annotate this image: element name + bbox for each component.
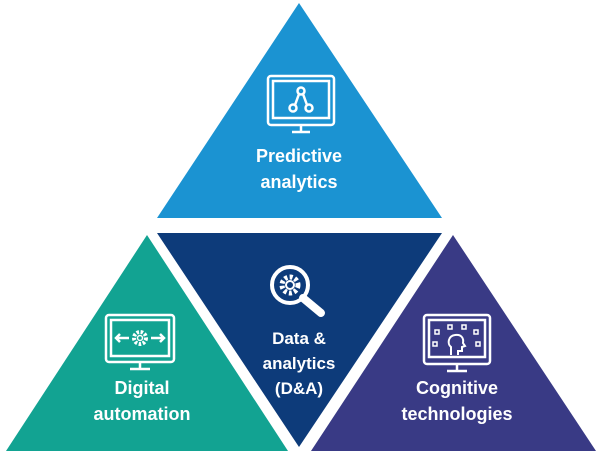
gear-magnifier-icon: [270, 265, 325, 317]
left-label-line1: Digital: [114, 378, 169, 398]
center-label-line1: Data &: [272, 329, 326, 348]
left-label-line2: automation: [94, 404, 191, 424]
monitor-head-icon: [422, 313, 492, 373]
center-label-line3: (D&A): [275, 379, 323, 398]
segment-top-predictive-analytics: [157, 3, 442, 218]
center-label-line2: analytics: [263, 354, 336, 373]
right-label-line1: Cognitive: [416, 378, 498, 398]
segment-center-data-analytics: [157, 233, 442, 447]
monitor-network-icon: [266, 74, 336, 134]
top-label-line1: Predictive: [256, 146, 342, 166]
right-label-line2: technologies: [401, 404, 512, 424]
segment-right-cognitive-technologies: [311, 235, 596, 451]
top-label-line2: analytics: [260, 172, 337, 192]
monitor-gear-arrows-icon: [104, 313, 176, 371]
segment-left-digital-automation: [6, 235, 288, 451]
